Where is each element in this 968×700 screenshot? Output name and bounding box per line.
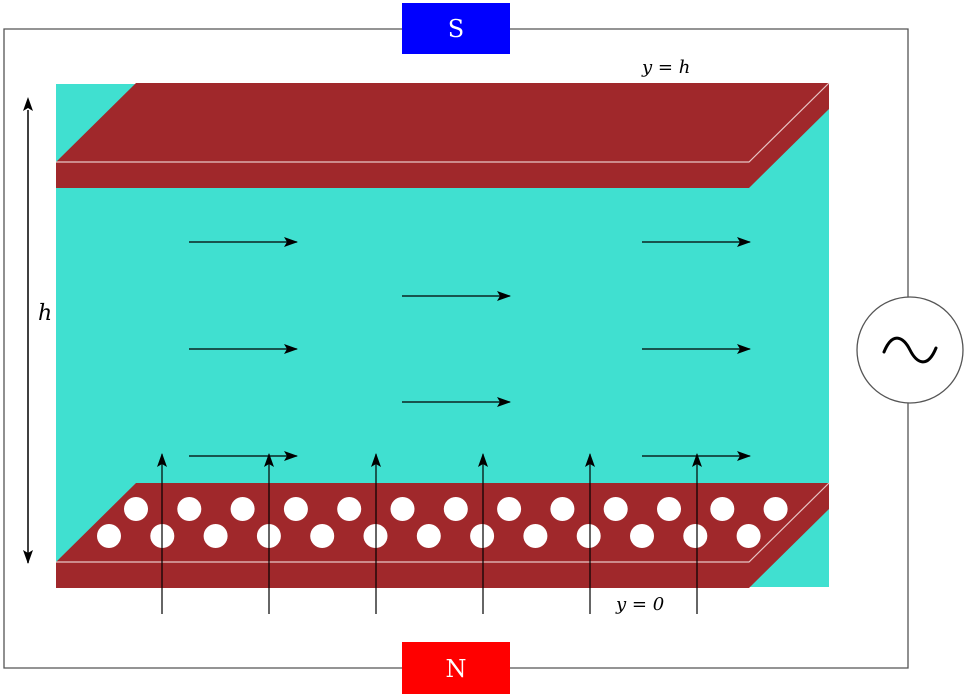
plate-hole <box>710 497 735 521</box>
bottom-plate <box>56 482 830 588</box>
plate-hole <box>177 497 202 521</box>
plate-hole <box>497 497 522 521</box>
top-plate-label: y = h <box>641 57 690 78</box>
bottom-plate-label: y = 0 <box>615 594 664 615</box>
plate-hole <box>337 497 362 521</box>
plate-hole <box>416 524 441 548</box>
plate-hole <box>763 497 788 521</box>
plate-hole <box>523 524 548 548</box>
plate-hole <box>630 524 654 548</box>
plate-hole <box>736 524 761 548</box>
plate-holes <box>97 497 788 548</box>
gap-height-label: h <box>38 301 52 326</box>
plate-hole <box>443 497 468 521</box>
plate-hole <box>550 497 575 521</box>
plate-hole <box>230 497 255 521</box>
plate-hole <box>124 497 148 521</box>
north-magnet: N <box>402 642 510 694</box>
plate-hole <box>283 497 308 521</box>
plate-hole <box>657 497 681 521</box>
south-pole-label: S <box>448 15 464 43</box>
plate-hole <box>576 524 601 548</box>
flow-arrows <box>189 237 751 461</box>
ac-source <box>856 296 964 404</box>
south-magnet: S <box>402 3 510 54</box>
top-plate <box>56 82 830 188</box>
circuit-wire <box>3 28 909 669</box>
plate-hole <box>203 524 228 548</box>
plate-hole <box>470 524 495 548</box>
plate-hole <box>683 524 708 548</box>
plate-hole <box>97 524 121 548</box>
magnetic-field-arrows <box>157 453 702 614</box>
plate-hole <box>390 497 415 521</box>
plate-hole <box>310 524 335 548</box>
sine-wave-icon <box>882 336 938 364</box>
north-pole-label: N <box>446 655 467 683</box>
plate-hole <box>603 497 628 521</box>
